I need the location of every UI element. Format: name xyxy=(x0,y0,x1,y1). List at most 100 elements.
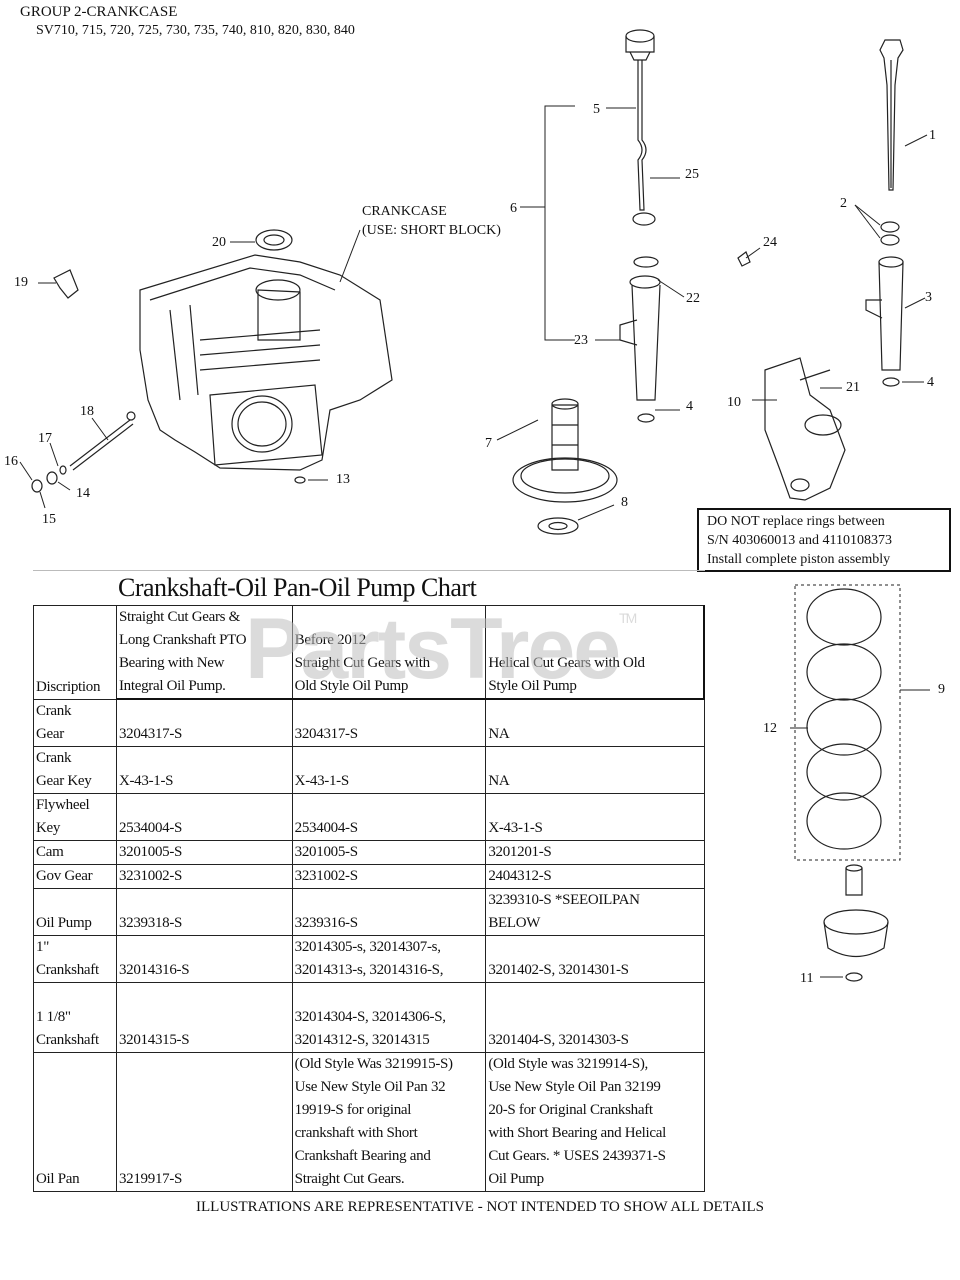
chart-cell-line: Long Crankshaft PTO xyxy=(118,632,247,648)
note-line-1: DO NOT replace rings between xyxy=(707,514,885,529)
callout-9: 9 xyxy=(938,682,945,697)
callout-4b: 4 xyxy=(686,399,693,414)
dipstick-part-5-drawing xyxy=(625,29,656,226)
chart-cell: 3201201-S xyxy=(485,839,705,865)
chart-cell-line: Cut Gears. * USES 2439371-S xyxy=(488,1147,666,1164)
chart-cell: 32014305-s, 32014307-s,32014313-s, 32014… xyxy=(291,934,487,983)
callout-18: 18 xyxy=(80,404,94,419)
chart-cell-line: 2534004-S xyxy=(118,819,183,836)
chart-cell-line: Before 2012 xyxy=(294,632,367,648)
chart-cell-line: 3201005-S xyxy=(294,843,358,860)
chart-cell-line: Integral Oil Pump. xyxy=(118,678,226,694)
chart-cell: NA xyxy=(485,745,705,794)
chart-header-row: Discription Straight Cut Gears &Long Cran… xyxy=(33,605,706,700)
chart-cell-line: 19919-S for original xyxy=(294,1101,412,1118)
chart-cell: X-43-1-S xyxy=(291,745,487,794)
chart-cell-line: 32014304-S, 32014306-S, xyxy=(294,1008,446,1025)
chart-cell-line: Gear Key xyxy=(36,772,92,789)
governor-shaft-part-18-drawing xyxy=(31,411,136,493)
chart-cell: 2534004-S xyxy=(115,792,293,841)
model-list: SV710, 715, 720, 725, 730, 735, 740, 810… xyxy=(36,23,355,38)
crankcase-drawing xyxy=(139,254,393,484)
note-line-2: S/N 403060013 and 4110108373 xyxy=(707,533,892,548)
chart-cell: (Old Style Was 3219915-S)Use New Style O… xyxy=(291,1051,487,1192)
chart-cell-line: 32014312-S, 32014315 xyxy=(294,1031,430,1048)
chart-cell-line: NA xyxy=(488,725,510,742)
chart-cell-line: NA xyxy=(488,772,510,789)
chart-cell-line: Key xyxy=(36,819,61,836)
chart-cell: X-43-1-S xyxy=(115,745,293,794)
chart-cell-line: Gov Gear xyxy=(36,867,93,884)
chart-cell: 32014316-S xyxy=(115,934,293,983)
chart-cell-line: X-43-1-S xyxy=(488,819,543,836)
chart-cell: 3231002-S xyxy=(115,863,293,889)
chart-cell-line: Style Oil Pump xyxy=(488,678,577,694)
chart-cell-line: 3239316-S xyxy=(294,914,358,931)
ring-replacement-note: DO NOT replace rings between S/N 4030600… xyxy=(697,508,951,572)
chart-cell-line: Old Style Oil Pump xyxy=(294,678,409,694)
chart-cell-line: Use New Style Oil Pan 32199 xyxy=(488,1078,661,1095)
callout-8: 8 xyxy=(621,495,628,510)
chart-cell-line: Use New Style Oil Pan 32 xyxy=(294,1078,446,1095)
connecting-rod-part-10-drawing xyxy=(764,357,846,501)
chart-cell-line: 1 1/8" xyxy=(36,1008,71,1025)
piston-part-11-drawing xyxy=(823,864,889,982)
callout-23: 23 xyxy=(574,333,588,348)
chart-cell-line: 3201402-S, 32014301-S xyxy=(488,961,629,978)
chart-cell-line: 32014305-s, 32014307-s, xyxy=(294,938,441,955)
chart-cell: 3201005-S xyxy=(115,839,293,865)
chart-cell: Discription xyxy=(33,605,117,700)
callout-11: 11 xyxy=(800,971,813,986)
chart-cell: 32014315-S xyxy=(115,981,293,1053)
chart-cell-line: 32014315-S xyxy=(118,1031,190,1048)
chart-cell-line: Crankshaft xyxy=(36,1031,99,1048)
callout-2: 2 xyxy=(840,196,847,211)
footer-disclaimer: ILLUSTRATIONS ARE REPRESENTATIVE - NOT I… xyxy=(196,1199,764,1215)
bracket-part-19-drawing xyxy=(53,269,79,299)
chart-cell-line: 3219917-S xyxy=(118,1170,183,1187)
chart-cell-line: Crankshaft Bearing and xyxy=(294,1147,431,1164)
callout-17: 17 xyxy=(38,431,52,446)
chart-cell: Cam xyxy=(33,839,117,865)
chart-cell-line: 3201201-S xyxy=(488,843,552,860)
chart-cell-line: 3201404-S, 32014303-S xyxy=(488,1031,629,1048)
chart-cell-line: Discription xyxy=(36,678,101,695)
chart-cell-line: Cam xyxy=(36,843,64,860)
screw-part-24-drawing xyxy=(737,251,751,267)
chart-cell-line: 3204317-S xyxy=(118,725,183,742)
chart-cell-line: Bearing with New xyxy=(118,655,225,671)
chart-cell-line: (Old Style was 3219914-S), xyxy=(488,1055,649,1072)
group-title: GROUP 2-CRANKCASE xyxy=(20,4,178,20)
chart-cell: 3201005-S xyxy=(291,839,487,865)
chart-cell-line: 3239310-S *SEEOILPAN xyxy=(488,891,640,908)
chart-cell-line: 3231002-S xyxy=(294,867,358,884)
callout-25: 25 xyxy=(685,167,699,182)
chart-cell-line: Gear xyxy=(36,725,64,742)
chart-cell: 3219917-S xyxy=(115,1051,293,1192)
dipstick-part-1-drawing xyxy=(879,39,904,246)
chart-cell-line: 1" xyxy=(36,938,50,955)
chart-cell-line: with Short Bearing and Helical xyxy=(488,1124,666,1141)
chart-cell-line: Straight Cut Gears with xyxy=(294,655,430,671)
crankcase-label-line1: CRANKCASE xyxy=(362,204,447,219)
chart-cell: 32014304-S, 32014306-S, 32014312-S, 32014… xyxy=(291,981,487,1053)
chart-cell: 3239316-S xyxy=(291,887,487,936)
chart-cell-line: Oil Pump xyxy=(36,914,92,931)
chart-cell: 3201402-S, 32014301-S xyxy=(485,934,705,983)
callout-13: 13 xyxy=(336,472,350,487)
chart-cell-line: 2404312-S xyxy=(488,867,552,884)
chart-cell-line: 3201005-S xyxy=(118,843,183,860)
callout-6: 6 xyxy=(510,201,517,216)
callout-5: 5 xyxy=(593,102,600,117)
chart-cell-line: Flywheel xyxy=(36,796,90,813)
chart-cell: Gov Gear xyxy=(33,863,117,889)
